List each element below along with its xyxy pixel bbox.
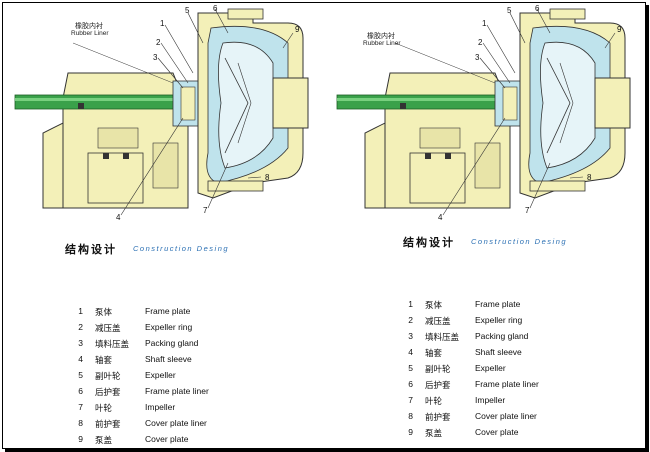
part-name-en: Expeller [145,370,176,380]
rubber-liner-label-cn: 橡胶内衬 [75,23,103,30]
pump-cross-section-drawing [14,8,309,216]
callout-7: 7 [525,206,530,215]
part-number: 8 [78,418,83,428]
banner-title-cn: 结构设计 [65,243,117,256]
part-name-en: Frame plate liner [475,379,539,389]
part-name-en: Shaft sleeve [475,347,522,357]
callout-3: 3 [475,53,480,62]
parts-list: 1 泵体 Frame plate 2 减压盖 Expeller ring 3 填… [403,299,633,439]
part-number: 3 [78,338,83,348]
part-name-en: Expeller ring [145,322,193,332]
banner-title-cn: 结构设计 [403,236,455,249]
banner-title-en: Construction Desing [133,244,230,253]
part-name-en: Expeller ring [475,315,523,325]
part-name-en: Impeller [475,395,506,405]
callout-5: 5 [185,6,190,15]
part-number: 4 [78,354,83,364]
banner-title-en: Construction Desing [471,237,568,246]
construction-banner: 结构设计 Construction Desing [403,234,633,249]
pump-cross-section-drawing [336,8,631,216]
part-number: 2 [408,315,413,325]
part-name-en: Frame plate [475,299,521,309]
parts-list: 1 泵体 Frame plate 2 减压盖 Expeller ring 3 填… [73,306,313,446]
callout-1: 1 [160,19,165,28]
part-name-en: Frame plate [145,306,191,316]
part-number: 5 [408,363,413,373]
callout-6: 6 [535,4,540,13]
callout-2: 2 [156,38,161,47]
part-name-cn: 减压盖 [95,323,121,333]
part-name-en: Cover plate [145,434,189,444]
part-name-cn: 副叶轮 [95,371,121,381]
callout-6: 6 [213,4,218,13]
right-panel: 橡胶内衬 Rubber Liner 1 2 3 4 5 6 7 8 9 结构设计… [325,3,646,448]
callout-9: 9 [295,25,300,34]
part-number: 7 [408,395,413,405]
part-number: 1 [78,306,83,316]
part-name-cn: 轴套 [95,355,113,365]
callout-7: 7 [203,206,208,215]
part-name-en: Cover plate liner [145,418,207,428]
part-name-en: Shaft sleeve [145,354,192,364]
part-name-cn: 后护套 [95,387,121,397]
part-name-en: Packing gland [145,338,199,348]
rubber-liner-label-cn: 橡胶内衬 [367,33,395,40]
part-name-cn: 泵盖 [425,428,443,438]
part-name-cn: 后护套 [425,380,451,390]
rubber-liner-label-en: Rubber Liner [71,30,109,37]
part-name-en: Cover plate liner [475,411,537,421]
part-number: 2 [78,322,83,332]
callout-2: 2 [478,38,483,47]
part-number: 1 [408,299,413,309]
callout-1: 1 [482,19,487,28]
callout-8: 8 [265,173,270,182]
part-name-cn: 前护套 [425,412,451,422]
part-name-cn: 叶轮 [425,396,443,406]
part-name-cn: 泵体 [425,300,443,310]
part-name-cn: 泵盖 [95,435,113,445]
part-name-cn: 填料压盖 [95,339,130,349]
left-panel: 橡胶内衬 Rubber Liner 1 2 3 4 5 6 7 8 9 结构设计… [3,3,324,448]
part-name-en: Packing gland [475,331,529,341]
part-name-cn: 前护套 [95,419,121,429]
part-number: 7 [78,402,83,412]
part-name-cn: 副叶轮 [425,364,451,374]
part-name-cn: 泵体 [95,307,113,317]
part-name-cn: 填料压盖 [425,332,460,342]
part-name-en: Expeller [475,363,506,373]
callout-4: 4 [438,213,443,222]
callout-3: 3 [153,53,158,62]
part-number: 4 [408,347,413,357]
construction-banner: 结构设计 Construction Desing [65,241,305,256]
part-number: 6 [78,386,83,396]
part-number: 9 [408,427,413,437]
part-number: 6 [408,379,413,389]
callout-5: 5 [507,6,512,15]
part-number: 9 [78,434,83,444]
callout-4: 4 [116,213,121,222]
part-number: 8 [408,411,413,421]
rubber-liner-label-en: Rubber Liner [363,40,401,47]
part-number: 3 [408,331,413,341]
part-name-en: Frame plate liner [145,386,209,396]
callout-9: 9 [617,25,622,34]
part-name-en: Cover plate [475,427,519,437]
callout-8: 8 [587,173,592,182]
part-name-cn: 减压盖 [425,316,451,326]
part-name-cn: 轴套 [425,348,443,358]
document-frame: 橡胶内衬 Rubber Liner 1 2 3 4 5 6 7 8 9 结构设计… [2,2,646,449]
part-name-cn: 叶轮 [95,403,113,413]
part-name-en: Impeller [145,402,176,412]
part-number: 5 [78,370,83,380]
